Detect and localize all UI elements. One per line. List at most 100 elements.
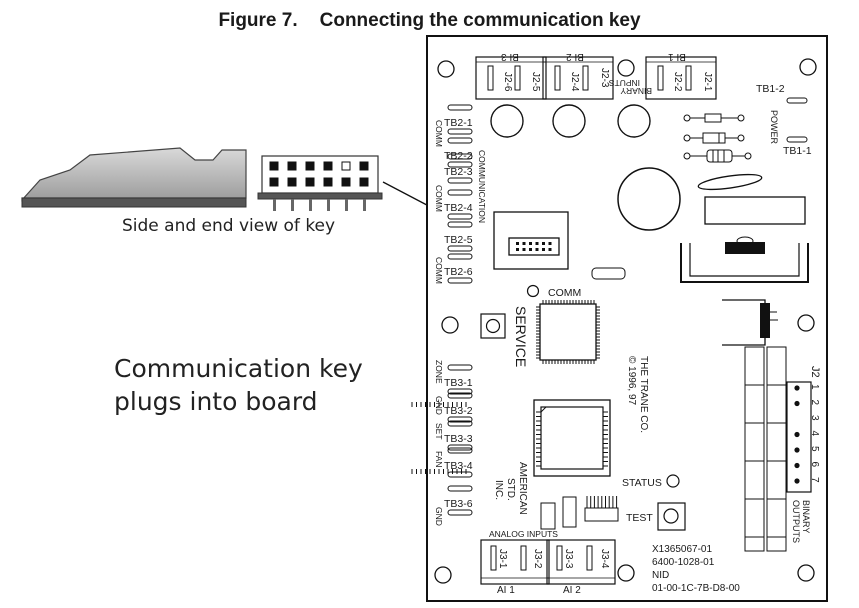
output-pin-label: 6 [809, 462, 820, 468]
key-pin [305, 161, 315, 171]
key-pin [341, 161, 351, 171]
american-std-line-1: AMERICAN [517, 462, 528, 515]
j2-3-label: J2-3 [599, 68, 610, 88]
j2-connector-block-left [475, 56, 547, 100]
mounting-hole-icon [797, 564, 815, 582]
mounting-hole-icon [441, 316, 459, 334]
key-view-label: Side and end view of key [122, 216, 336, 236]
service-label: SERVICE [513, 306, 529, 367]
socket-pin [542, 242, 545, 245]
comm-side-label-3: COMM [434, 257, 444, 284]
analog-inputs-label: ANALOG INPUTS [489, 529, 558, 539]
j2-connector-block-mid [542, 56, 614, 100]
tb2-terminal [447, 161, 473, 168]
tb3-gnd-label: GND [434, 396, 444, 415]
comm-led-icon [526, 284, 540, 298]
key-leg [309, 199, 312, 211]
j3-3-label: J3-3 [563, 549, 574, 569]
key-pin [359, 161, 369, 171]
resistor-icon [683, 149, 752, 163]
button-icon [663, 508, 679, 524]
j3-1-label: J3-1 [497, 549, 508, 569]
binary-outputs-label-1: BINARY [801, 500, 811, 533]
tb3-terminal [447, 471, 473, 478]
output-pin [794, 447, 800, 453]
tb3-terminal [447, 444, 473, 451]
american-std-line-3: INC. [493, 480, 504, 500]
power-label: POWER [769, 110, 779, 145]
tb2-terminal [447, 189, 473, 196]
output-pin-label: 2 [809, 400, 820, 406]
tb2-label: TB2-4 [444, 202, 473, 214]
tb3-label: TB3-1 [444, 377, 473, 389]
tb3-label: TB3-2 [444, 405, 473, 417]
plug-label-line-1: Communication key [114, 354, 363, 383]
key-pin [269, 177, 279, 187]
fuse-icon [591, 267, 626, 280]
socket-pin [516, 242, 519, 245]
tb3-terminal [447, 485, 473, 492]
tb2-terminal [447, 177, 473, 184]
regulator-heatsink [680, 236, 809, 283]
circuit-board: BI 3 BI 2 BI 1 J2-6 J2-5 J2-4 J2-3 J2-2 … [411, 35, 828, 602]
socket-pin [548, 242, 552, 245]
status-led-icon [666, 474, 680, 488]
capacitor-small-icon [540, 502, 556, 530]
copyright-line-2: © 1996, 97 [626, 356, 637, 406]
tb2-terminal [447, 245, 473, 252]
output-pin [794, 385, 800, 391]
part-number-3: NID [652, 570, 669, 581]
key-leg [273, 199, 276, 211]
copyright-line-1: THE TRANE CO. [638, 356, 649, 433]
output-pin [794, 431, 800, 438]
key-pin [287, 161, 297, 171]
figure-caption: Figure 7.Connecting the communication ke… [0, 10, 859, 32]
relay-strip [744, 346, 787, 552]
capacitor-small-icon [562, 496, 577, 528]
key-pin [305, 177, 315, 187]
part-number-2: 6400-1028-01 [652, 557, 715, 568]
mounting-hole-icon [799, 58, 817, 76]
j3-connector-block-left [480, 539, 550, 585]
tb3-terminal [447, 420, 473, 427]
mounting-hole-icon [617, 564, 635, 582]
socket-pin [522, 248, 526, 251]
part-number-1: X1365067-01 [652, 544, 712, 555]
tb3-fan-label: FAN [434, 451, 444, 468]
tb2-label: TB2-1 [444, 117, 473, 129]
capacitor-icon [490, 104, 524, 138]
test-label: TEST [626, 512, 653, 524]
tb3-label: TB3-3 [444, 433, 473, 445]
figure-number: Figure 7. [218, 10, 298, 31]
key-leg [291, 199, 294, 211]
part-number-4: 01-00-1C-7B-D8-00 [652, 583, 740, 594]
crystal-icon [697, 173, 763, 191]
comm-side-label-2: COMM [434, 185, 444, 212]
output-connector [786, 381, 812, 493]
tb3-terminal [447, 416, 473, 423]
key-end-view [257, 155, 383, 211]
j2-4-label: J2-4 [569, 72, 580, 92]
socket-pin [542, 248, 545, 251]
ai1-label: AI 1 [497, 585, 515, 596]
tb2-label: TB2-6 [444, 266, 473, 278]
output-pin-label: 1 [809, 384, 820, 390]
key-pin [323, 177, 333, 187]
output-pin [794, 400, 800, 407]
binary-inputs-label-1: BINARY [620, 86, 652, 96]
tb2-terminal [447, 137, 473, 144]
plug-label: Communication key plugs into board [114, 352, 363, 418]
capacitor-icon [617, 104, 651, 138]
tb3-set-label: SET [434, 423, 444, 440]
tb3-gnd2-label: GND [434, 507, 444, 526]
socket-pin [522, 242, 526, 245]
mounting-hole-icon [434, 566, 452, 584]
j2-connector-block-right [645, 56, 717, 100]
key-leg [327, 199, 330, 211]
binary-inputs-label-2: INPUTS [609, 78, 641, 88]
key-leg [363, 199, 366, 211]
output-pin-label: 7 [809, 477, 820, 483]
microprocessor-chip [536, 300, 600, 364]
comm-led-label: COMM [548, 287, 581, 299]
socket-pin [535, 242, 539, 245]
